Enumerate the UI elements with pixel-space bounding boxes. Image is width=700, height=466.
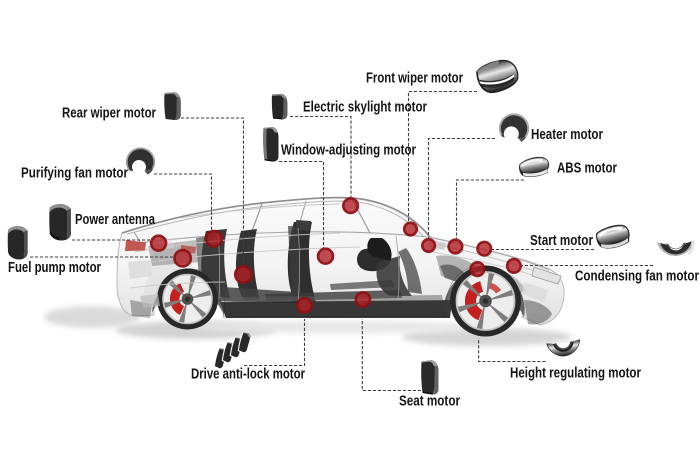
svg-text:Fuel pump motor: Fuel pump motor	[8, 260, 101, 276]
svg-text:Front wiper motor: Front wiper motor	[366, 71, 463, 87]
svg-text:Height regulating motor: Height regulating motor	[510, 366, 641, 382]
svg-text:Condensing fan motor: Condensing fan motor	[575, 269, 699, 285]
svg-text:Start motor: Start motor	[530, 233, 593, 249]
svg-text:Heater motor: Heater motor	[531, 127, 603, 143]
svg-text:Seat motor: Seat motor	[399, 394, 460, 410]
svg-text:Rear wiper motor: Rear wiper motor	[62, 105, 156, 121]
svg-text:Electric skylight motor: Electric skylight motor	[303, 99, 427, 115]
svg-text:Drive anti-lock motor: Drive anti-lock motor	[191, 366, 305, 382]
svg-text:ABS motor: ABS motor	[557, 161, 617, 177]
svg-text:Power antenna: Power antenna	[75, 212, 156, 228]
svg-text:Window-adjusting motor: Window-adjusting motor	[281, 143, 416, 159]
svg-text:Purifying fan motor: Purifying fan motor	[21, 166, 128, 182]
